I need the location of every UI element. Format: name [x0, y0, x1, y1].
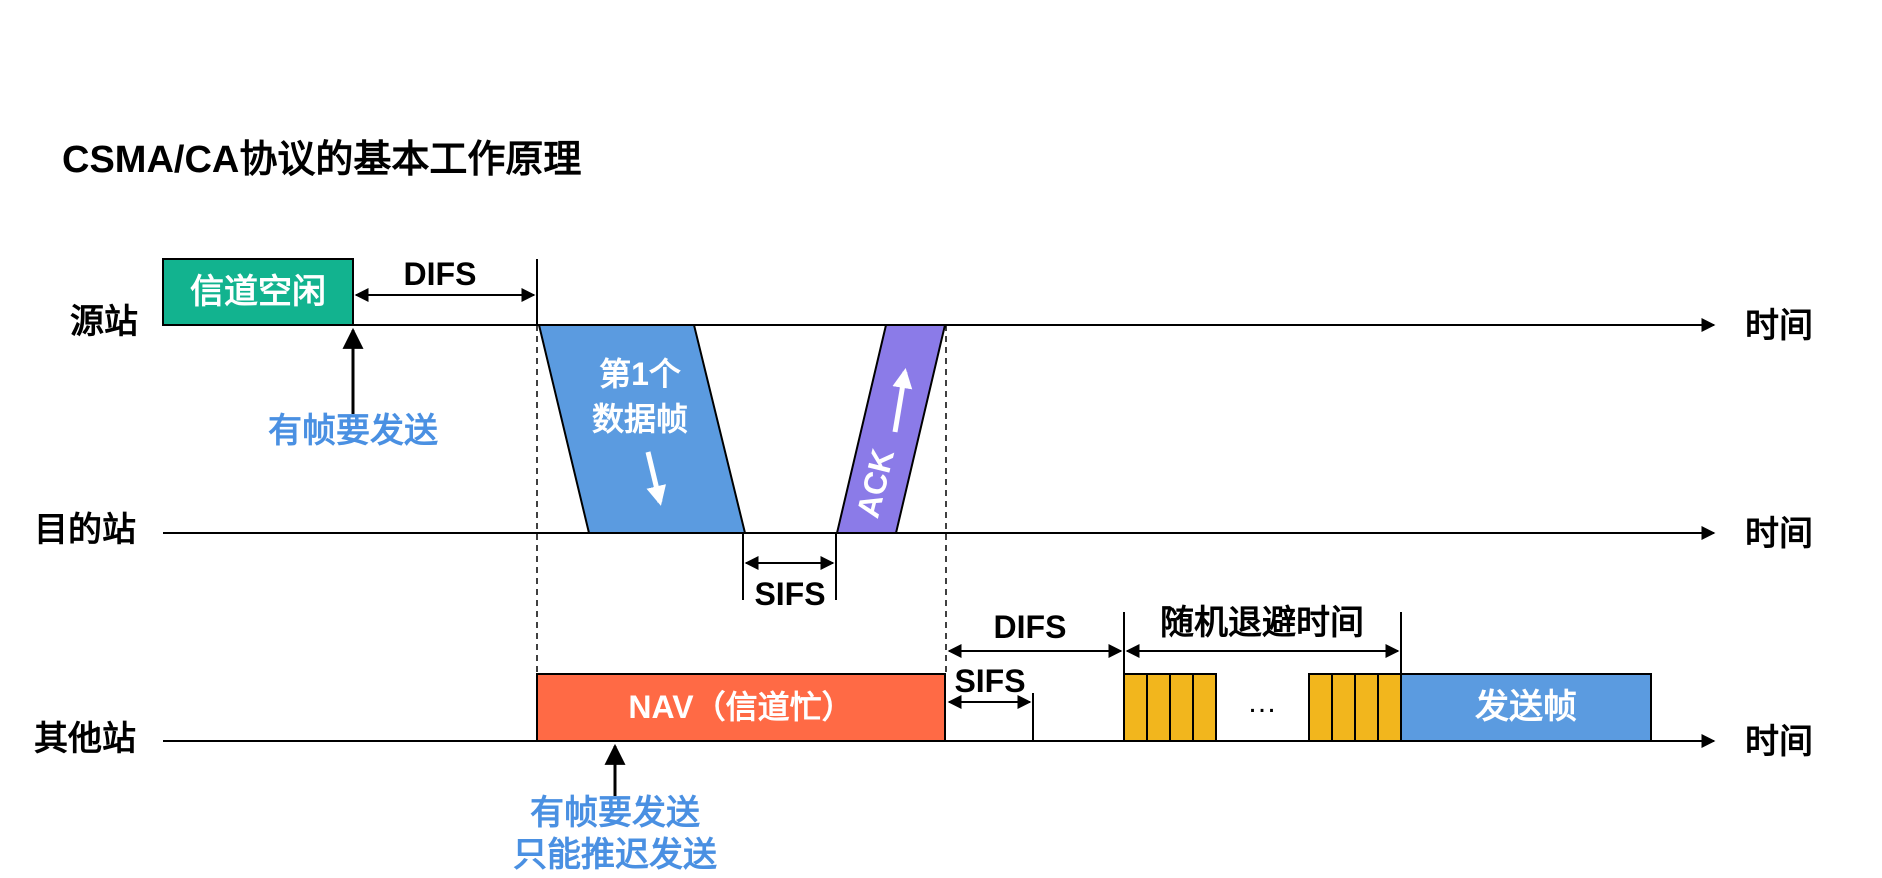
ack-direction-arrow — [892, 368, 913, 433]
data-frame-label-line2: 数据帧 — [592, 401, 688, 437]
backoff-slot — [1377, 673, 1402, 742]
backoff-slot — [1331, 673, 1356, 742]
ack-frame-shape — [835, 324, 947, 534]
backoff-slot — [1308, 673, 1333, 742]
channel-idle-block — [162, 258, 354, 326]
backoff-ellipsis: … — [1247, 686, 1277, 719]
send-frame-label: 发送帧 — [1475, 688, 1577, 726]
difs-source-label: DIFS — [404, 256, 477, 292]
time-label-destination: 时间 — [1745, 515, 1813, 553]
nav-label: NAV（信道忙） — [628, 689, 853, 725]
backoff-slot — [1192, 673, 1217, 742]
time-label-source: 时间 — [1745, 307, 1813, 345]
backoff-slot — [1123, 673, 1148, 742]
other-note-line2: 只能推迟发送 — [513, 836, 717, 874]
other-difs-label: DIFS — [994, 609, 1067, 645]
data-frame-label-line1: 第1个 — [599, 356, 681, 392]
other-station-label: 其他站 — [34, 720, 136, 758]
backoff-slot — [1354, 673, 1379, 742]
send-frame-block — [1400, 673, 1652, 742]
data-frame-shape — [537, 324, 747, 534]
backoff-label: 随机退避时间 — [1160, 604, 1364, 642]
sifs-label: SIFS — [754, 576, 825, 612]
nav-block — [536, 673, 946, 742]
destination-station-label: 目的站 — [34, 511, 136, 549]
channel-idle-label: 信道空闲 — [190, 273, 326, 311]
source-station-label: 源站 — [70, 303, 138, 341]
backoff-slot — [1169, 673, 1194, 742]
data-frame-direction-arrow — [645, 451, 666, 506]
time-label-other: 时间 — [1745, 723, 1813, 761]
backoff-slot — [1146, 673, 1171, 742]
other-sifs-label: SIFS — [954, 663, 1025, 699]
other-note-line1: 有帧要发送 — [530, 794, 700, 832]
diagram-title: CSMA/CA协议的基本工作原理 — [62, 139, 581, 181]
has-frame-label: 有帧要发送 — [268, 412, 438, 450]
